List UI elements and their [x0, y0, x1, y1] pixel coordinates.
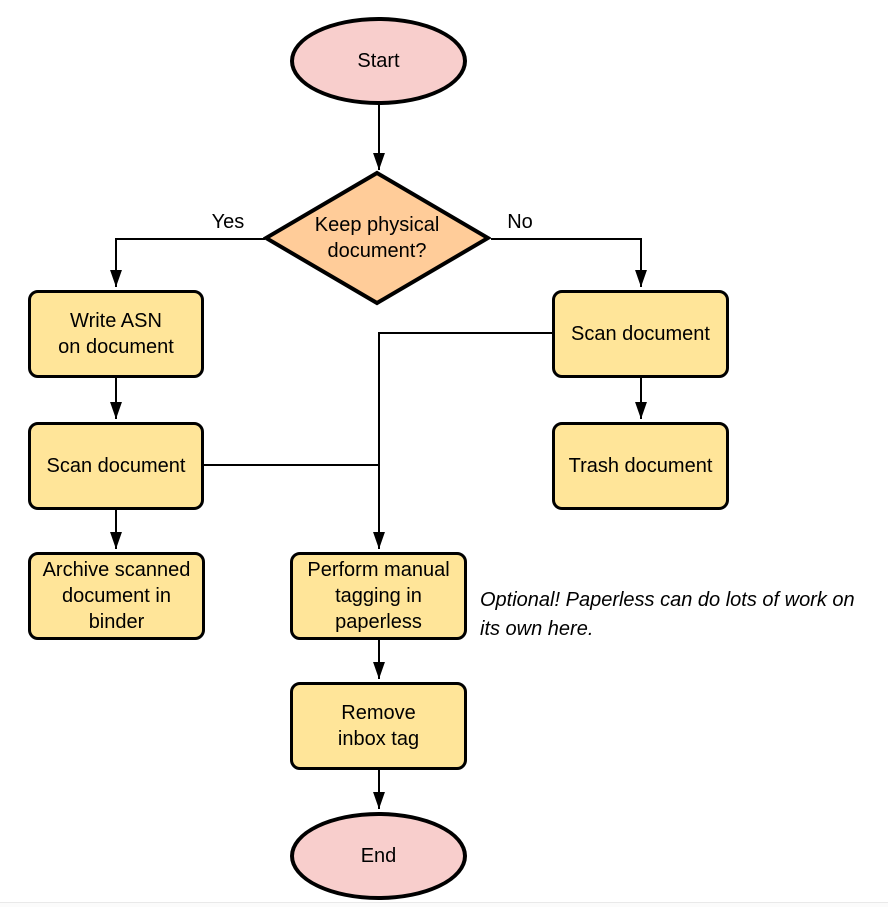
edge-label-yes: Yes	[211, 211, 245, 233]
node-start-label: Start	[357, 50, 400, 72]
node-write-asn: Write ASN on document	[28, 290, 204, 378]
node-scan-document-right-label: Scan document	[571, 323, 710, 345]
node-start: Start	[290, 17, 467, 105]
node-trash-document: Trash document	[552, 422, 729, 510]
node-decision-label: Keep physical document?	[314, 214, 440, 262]
node-decision: Keep physical document?	[263, 170, 491, 306]
node-archive-binder-label: Archive scanned document in binder	[42, 559, 191, 633]
decision-diamond-shape	[263, 170, 491, 306]
node-remove-inbox-tag: Remove inbox tag	[290, 682, 467, 770]
node-scan-document-left: Scan document	[28, 422, 204, 510]
node-scan-document-left-label: Scan document	[46, 455, 186, 477]
node-write-asn-label: Write ASN on document	[58, 310, 174, 358]
node-remove-inbox-tag-label: Remove inbox tag	[337, 702, 420, 750]
page-bottom-margin	[0, 903, 888, 907]
node-archive-binder: Archive scanned document in binder	[28, 552, 205, 640]
node-end-label: End	[360, 845, 397, 867]
edge-label-no: No	[507, 211, 533, 233]
node-scan-document-right: Scan document	[552, 290, 729, 378]
node-end: End	[290, 812, 467, 900]
annotation-optional-note: Optional! Paperless can do lots of work …	[480, 589, 855, 640]
edge-scan-right-to-tagging	[373, 332, 552, 549]
page-bottom-divider	[0, 902, 888, 903]
node-manual-tagging-label: Perform manual tagging in paperless	[307, 559, 450, 633]
node-manual-tagging: Perform manual tagging in paperless	[290, 552, 467, 640]
edge-decision-no-to-scan-right	[491, 238, 647, 287]
node-trash-document-label: Trash document	[568, 455, 713, 477]
edge-decision-yes-to-write-asn	[110, 238, 265, 287]
